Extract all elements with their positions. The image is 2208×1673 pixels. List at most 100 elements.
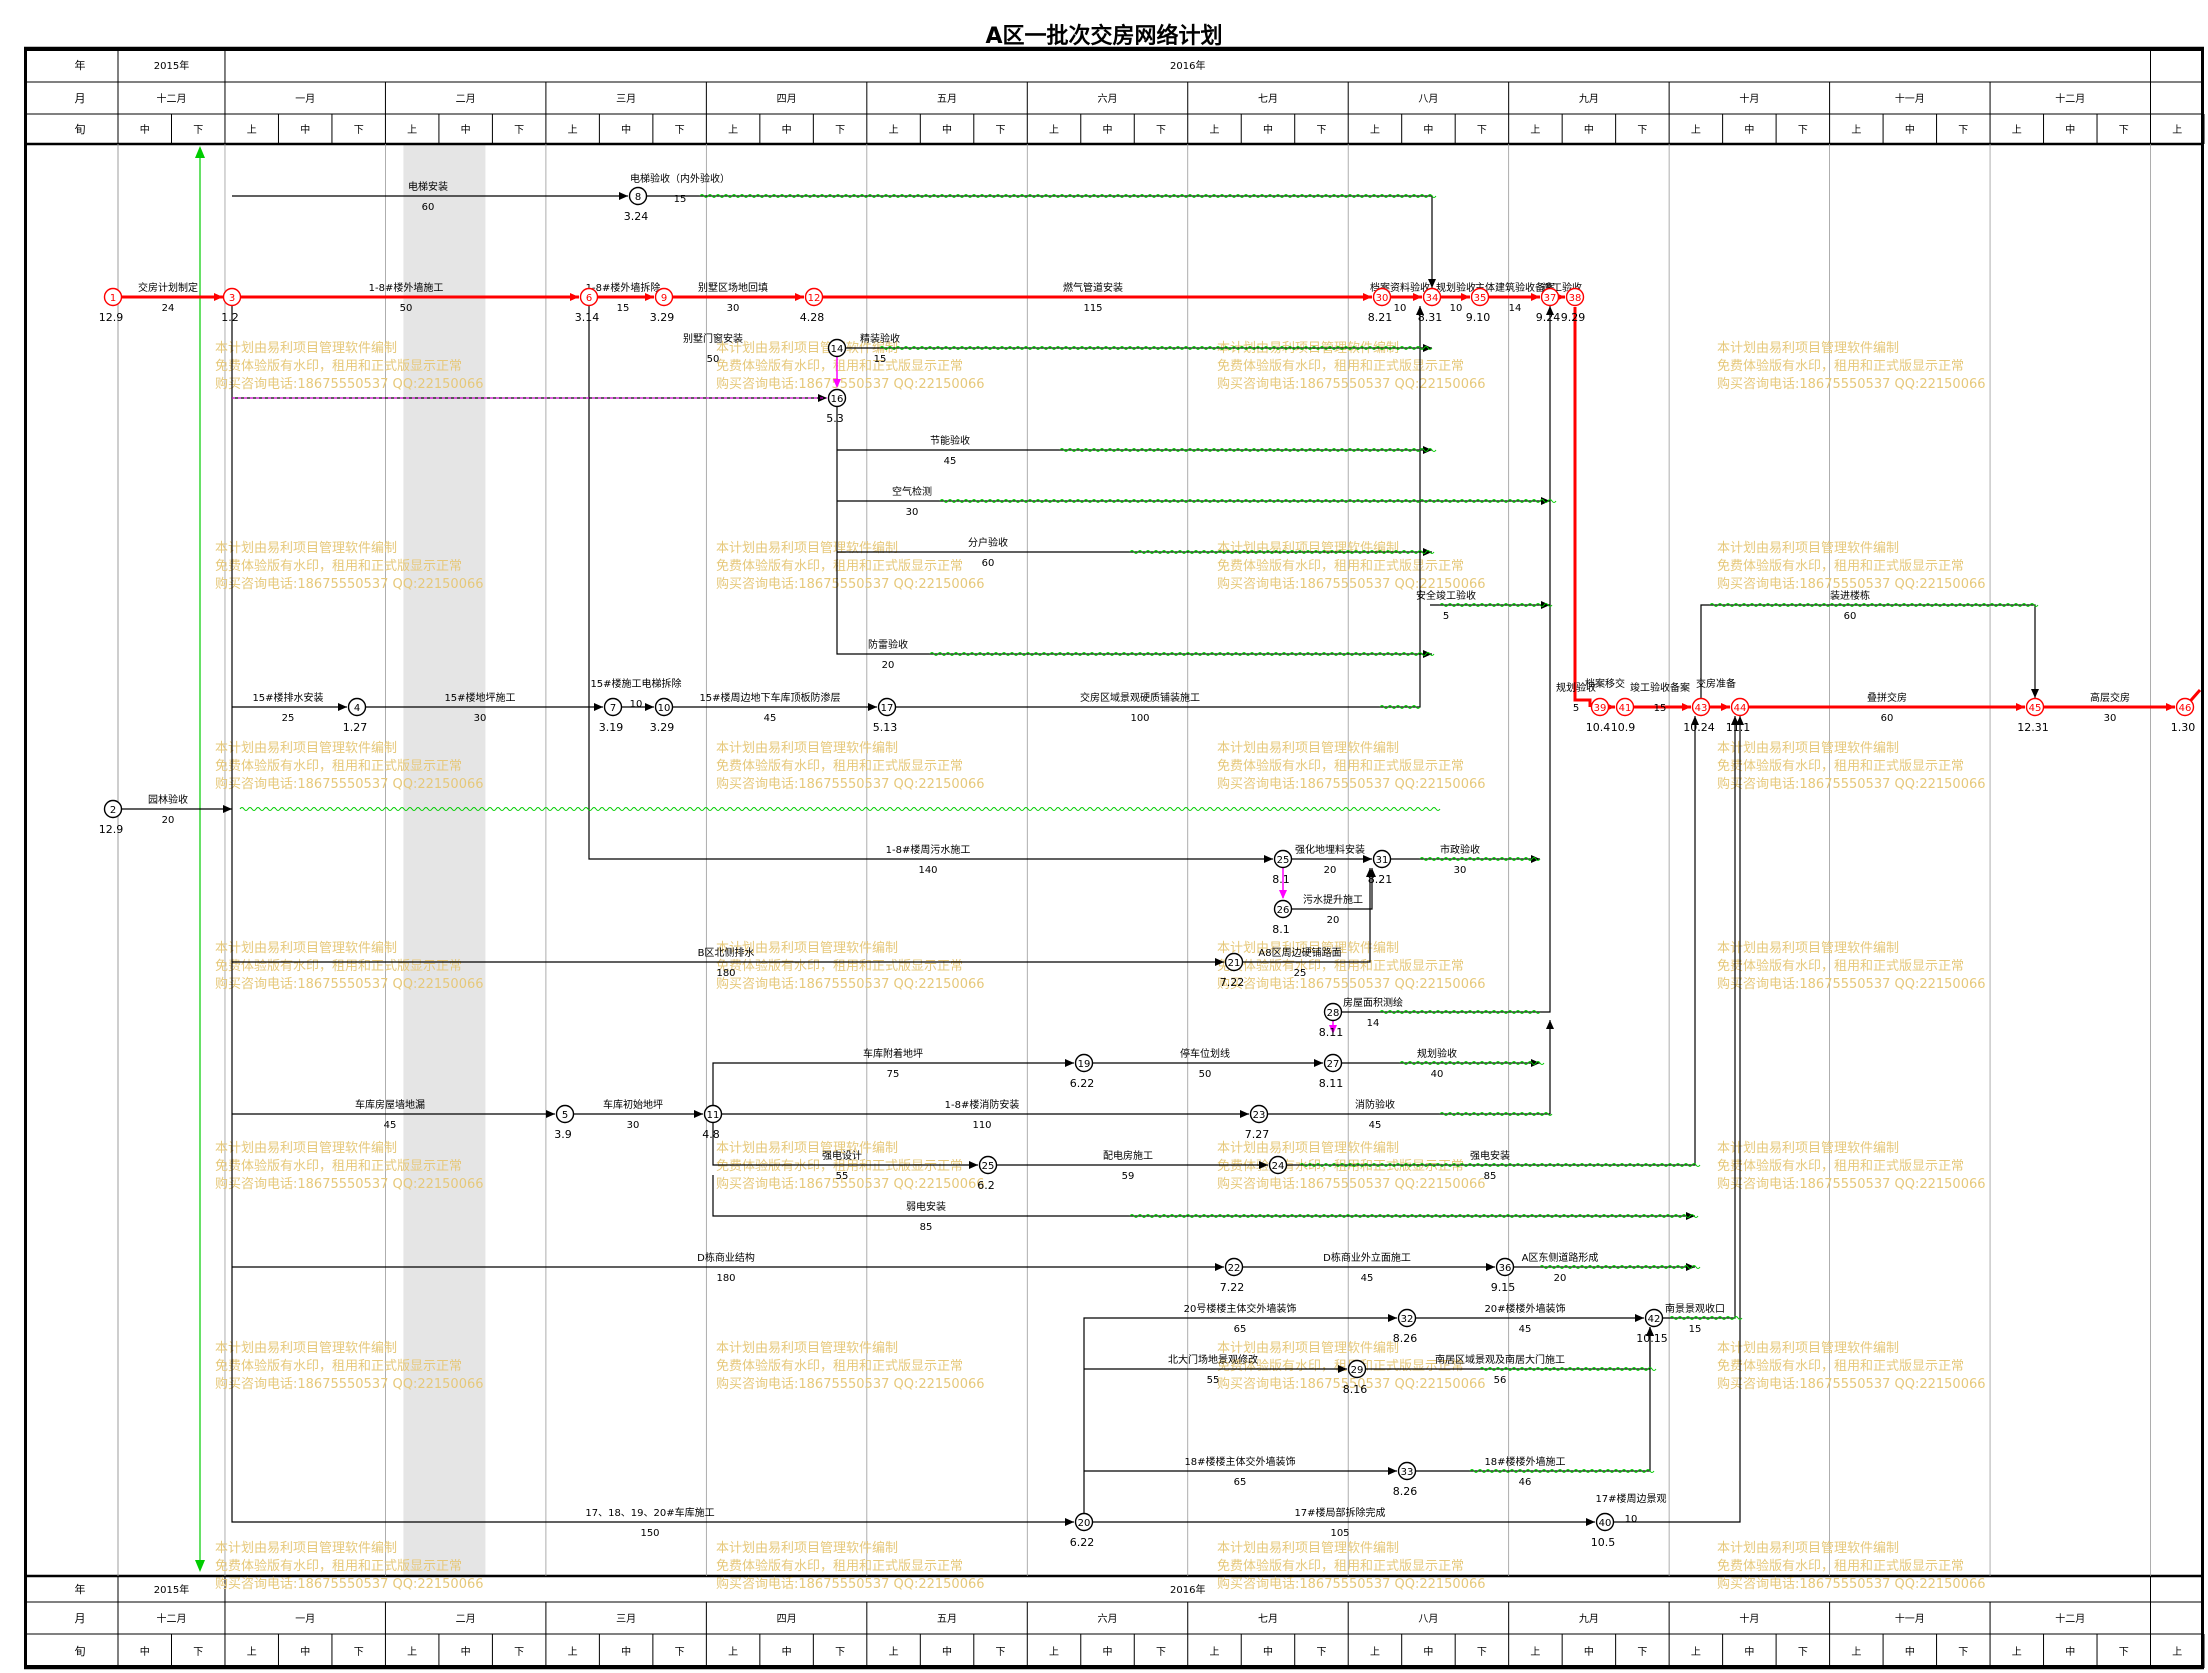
event-node[interactable] bbox=[579, 287, 599, 307]
activity-arrows[interactable] bbox=[122, 192, 2202, 1526]
activity-name: 18#楼楼主体交外墙装饰 bbox=[1184, 1455, 1295, 1468]
event-node[interactable] bbox=[1323, 1002, 1343, 1022]
activity-arrow[interactable] bbox=[1268, 1020, 1551, 1115]
event-node[interactable] bbox=[1615, 697, 1635, 717]
event-node[interactable] bbox=[1691, 697, 1711, 717]
critical-arrow[interactable] bbox=[1573, 307, 1592, 707]
activity-arrow[interactable] bbox=[712, 1062, 1074, 1105]
activity-arrow[interactable] bbox=[1416, 1327, 1651, 1472]
watermark-line1: 本计划由易利项目管理软件编制 bbox=[1717, 341, 1899, 356]
top-dekad: 下 bbox=[1316, 125, 1326, 136]
watermark-line3: 购买咨询电话:18675550537 QQ:22150066 bbox=[1217, 376, 1486, 392]
event-node[interactable] bbox=[1595, 1512, 1615, 1532]
event-node[interactable] bbox=[555, 1104, 575, 1124]
event-node[interactable] bbox=[1644, 1308, 1664, 1328]
activity-arrow[interactable] bbox=[231, 306, 1074, 1523]
activity-arrow[interactable] bbox=[1663, 716, 1736, 1319]
event-node[interactable] bbox=[1224, 952, 1244, 972]
event-node-number: 35 bbox=[1474, 293, 1487, 304]
event-node[interactable] bbox=[1540, 287, 1560, 307]
top-dekad: 中 bbox=[1584, 123, 1594, 136]
bottom-dekad: 中 bbox=[300, 1645, 310, 1658]
top-dekad: 下 bbox=[354, 125, 364, 136]
activity-name: 高层交房 bbox=[2090, 691, 2130, 704]
top-dekad: 下 bbox=[2119, 125, 2129, 136]
event-node[interactable] bbox=[877, 697, 897, 717]
critical-arrow-head bbox=[214, 293, 223, 301]
activity-arrow[interactable] bbox=[1700, 604, 2036, 698]
event-node[interactable] bbox=[1347, 1359, 1367, 1379]
event-node[interactable] bbox=[222, 287, 242, 307]
event-node[interactable] bbox=[1565, 287, 1585, 307]
activity-arrow[interactable] bbox=[1292, 868, 1373, 910]
event-node[interactable] bbox=[978, 1155, 998, 1175]
event-node[interactable] bbox=[1273, 899, 1293, 919]
event-node-date: 6.2 bbox=[977, 1179, 995, 1192]
event-node[interactable] bbox=[1397, 1308, 1417, 1328]
event-node[interactable] bbox=[103, 799, 123, 819]
activity-arrow[interactable] bbox=[647, 195, 1433, 288]
activity-arrow[interactable] bbox=[836, 407, 1432, 655]
free-float bbox=[1299, 1163, 1701, 1167]
activity-arrow-head bbox=[969, 1161, 978, 1169]
event-node-date: 10.24 bbox=[1683, 721, 1715, 734]
event-node[interactable] bbox=[1323, 1053, 1343, 1073]
event-node[interactable] bbox=[1074, 1512, 1094, 1532]
event-nodes[interactable]: 112.9212.931.241.2753.963.1473.1983.2493… bbox=[99, 186, 2196, 1550]
activity-arrow-head bbox=[645, 703, 654, 711]
event-node-number: 4 bbox=[354, 703, 360, 714]
event-node[interactable] bbox=[1268, 1155, 1288, 1175]
watermark-line2: 免费体验版有水印，租用和正式版显示正常 bbox=[1217, 358, 1464, 374]
event-node[interactable] bbox=[654, 697, 674, 717]
activity-arrow[interactable] bbox=[1342, 306, 1551, 1013]
activity-arrow-head bbox=[1065, 1059, 1074, 1067]
event-node[interactable] bbox=[1470, 287, 1490, 307]
event-node[interactable] bbox=[654, 287, 674, 307]
event-node-number: 22 bbox=[1228, 1263, 1241, 1274]
activity-duration: 30 bbox=[474, 713, 487, 724]
event-node[interactable] bbox=[1590, 697, 1610, 717]
activity-arrow-head bbox=[546, 1110, 555, 1118]
activity-name: 竣工验收备案 bbox=[1630, 681, 1690, 694]
event-node[interactable] bbox=[703, 1104, 723, 1124]
watermark-line1: 本计划由易利项目管理软件编制 bbox=[1717, 1341, 1899, 1356]
event-node[interactable] bbox=[1372, 849, 1392, 869]
event-node-number: 27 bbox=[1327, 1059, 1340, 1070]
event-node[interactable] bbox=[603, 697, 623, 717]
activity-arrow[interactable] bbox=[712, 1123, 978, 1166]
event-node[interactable] bbox=[1249, 1104, 1269, 1124]
activity-duration: 10 bbox=[1625, 1514, 1638, 1525]
activity-arrow[interactable] bbox=[1083, 1317, 1397, 1513]
event-node[interactable] bbox=[1422, 287, 1442, 307]
event-node[interactable] bbox=[1273, 849, 1293, 869]
event-node[interactable] bbox=[827, 388, 847, 408]
event-node[interactable] bbox=[347, 697, 367, 717]
event-node[interactable] bbox=[628, 186, 648, 206]
watermark-line3: 购买咨询电话:18675550537 QQ:22150066 bbox=[1217, 1176, 1486, 1192]
event-node[interactable] bbox=[1397, 1461, 1417, 1481]
event-node[interactable] bbox=[1495, 1257, 1515, 1277]
activity-duration: 10 bbox=[1394, 303, 1407, 314]
watermark-line3: 购买咨询电话:18675550537 QQ:22150066 bbox=[215, 776, 484, 792]
top-dekad: 上 bbox=[1530, 124, 1540, 136]
event-node[interactable] bbox=[1224, 1257, 1244, 1277]
activity-arrow-head bbox=[1691, 716, 1699, 725]
event-node[interactable] bbox=[1074, 1053, 1094, 1073]
bottom-dekad: 中 bbox=[461, 1645, 471, 1658]
event-node[interactable] bbox=[827, 338, 847, 358]
activity-arrow[interactable] bbox=[1287, 716, 1696, 1166]
activity-arrow[interactable] bbox=[1243, 868, 1371, 963]
activity-duration: 15 bbox=[617, 303, 630, 314]
watermark-line3: 购买咨询电话:18675550537 QQ:22150066 bbox=[215, 1176, 484, 1192]
event-node[interactable] bbox=[103, 287, 123, 307]
event-node[interactable] bbox=[1372, 287, 1392, 307]
activity-arrow[interactable] bbox=[712, 1175, 1695, 1217]
activity-arrow[interactable] bbox=[1614, 716, 1741, 1523]
event-node[interactable] bbox=[1730, 697, 1750, 717]
event-node[interactable] bbox=[2025, 697, 2045, 717]
event-node[interactable] bbox=[2175, 697, 2195, 717]
event-node-date: 8.1 bbox=[1272, 923, 1290, 936]
activity-arrow[interactable] bbox=[588, 306, 1273, 860]
event-node[interactable] bbox=[804, 287, 824, 307]
